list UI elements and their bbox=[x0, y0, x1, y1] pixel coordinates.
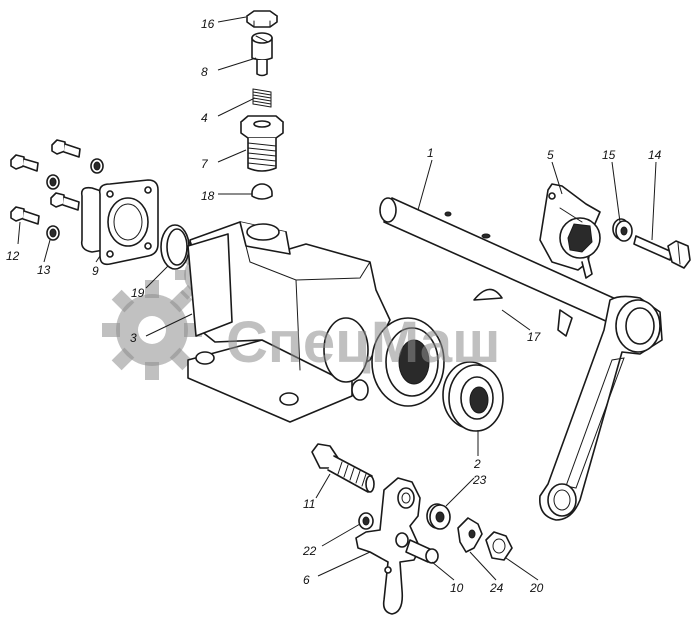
callout-5: 5 bbox=[547, 148, 554, 162]
callout-2: 2 bbox=[473, 457, 481, 471]
callout-6: 6 bbox=[303, 573, 310, 587]
callout-7: 7 bbox=[201, 157, 209, 171]
part-10-pin bbox=[405, 539, 439, 564]
watermark-gear-large bbox=[102, 280, 202, 380]
part-4-spring bbox=[252, 88, 272, 108]
part-6-bell-crank bbox=[355, 477, 421, 615]
callout-1: 1 bbox=[427, 146, 434, 160]
part-8-pin bbox=[251, 32, 273, 77]
callout-12: 12 bbox=[6, 249, 20, 263]
part-1-shaft bbox=[379, 197, 619, 337]
part-12-bolt-c bbox=[50, 192, 80, 211]
callout-20: 20 bbox=[529, 581, 544, 595]
part-20-nut bbox=[485, 531, 513, 561]
part-12-bolt-b bbox=[51, 139, 81, 158]
part-13-washer-b bbox=[46, 174, 60, 190]
callout-11: 11 bbox=[303, 497, 315, 511]
callout-3: 3 bbox=[130, 331, 137, 345]
callout-4: 4 bbox=[201, 111, 208, 125]
callout-15: 15 bbox=[602, 148, 616, 162]
part-16-nut bbox=[246, 10, 278, 28]
part-12-bolt-a bbox=[10, 154, 39, 172]
callout-17: 17 bbox=[527, 330, 542, 344]
part-22-washer bbox=[358, 512, 374, 530]
callout-24: 24 bbox=[489, 581, 504, 595]
part-13-washer-c bbox=[46, 225, 60, 241]
housing-bore-ring bbox=[371, 317, 445, 407]
part-12-bolt-d bbox=[10, 206, 40, 225]
callout-10: 10 bbox=[450, 581, 464, 595]
part-19-o-ring bbox=[160, 224, 190, 270]
part-15-lock-washer bbox=[612, 218, 633, 242]
callout-9: 9 bbox=[92, 264, 99, 278]
part-11-bolt bbox=[311, 443, 375, 493]
callout-19: 19 bbox=[131, 286, 145, 300]
part-2-bushing bbox=[442, 361, 504, 432]
callout-18: 18 bbox=[201, 189, 215, 203]
leader-lines bbox=[17, 16, 657, 581]
part-3-housing bbox=[187, 221, 391, 423]
part-18-ball bbox=[251, 183, 273, 200]
callout-16: 16 bbox=[201, 17, 215, 31]
part-5-clamp bbox=[539, 183, 601, 279]
part-13-washer-a bbox=[90, 158, 104, 174]
callout-14: 14 bbox=[648, 148, 662, 162]
part-17-key bbox=[473, 288, 503, 301]
part-9-flange-cover bbox=[80, 179, 159, 266]
part-7-plug bbox=[240, 115, 284, 172]
long-lever-arm bbox=[539, 295, 663, 521]
watermark-text: СпецМаш bbox=[226, 310, 500, 375]
callout-22: 22 bbox=[302, 544, 317, 558]
part-24-tab-washer bbox=[457, 517, 483, 553]
callout-8: 8 bbox=[201, 65, 208, 79]
part-14-bolt bbox=[633, 235, 691, 269]
callout-23: 23 bbox=[472, 473, 487, 487]
callout-13: 13 bbox=[37, 263, 51, 277]
part-23-washer bbox=[426, 503, 451, 530]
